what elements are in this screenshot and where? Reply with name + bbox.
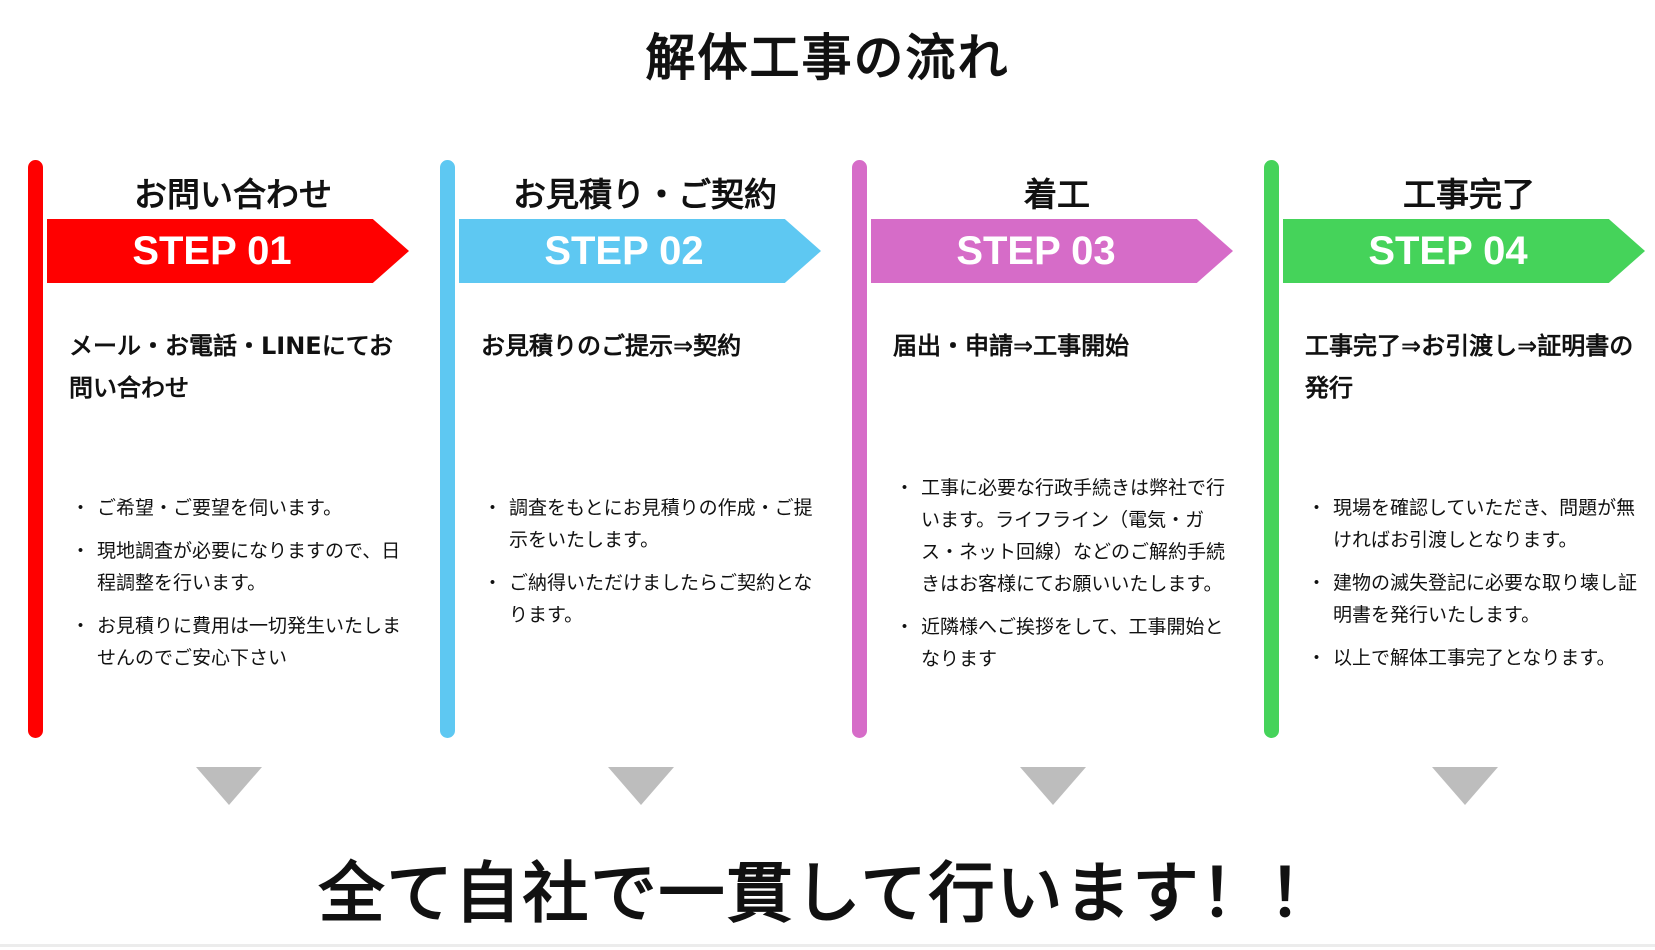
bullet-item: ・近隣様へご挨拶をして、工事開始となります [893,611,1233,675]
bullet-text: ご希望・ご要望を伺います。 [97,497,343,519]
bullet-dot: ・ [895,616,915,638]
step-label: STEP 04 [1368,229,1528,273]
down-arrow-icon [196,767,262,805]
down-arrow-icon [608,767,674,805]
bullet-item: ・現地調査が必要になりますので、日程調整を行います。 [69,535,409,599]
step-subtitle: 工事完了⇒お引渡し⇒証明書の発行 [1305,332,1634,402]
step-label: STEP 02 [544,229,704,273]
step-card-4: 工事完了 STEP 04 工事完了⇒お引渡し⇒証明書の発行 ・現場を確認していた… [1264,160,1655,760]
bullet-dot: ・ [1307,497,1327,519]
step-bullets: ・工事に必要な行政手続きは弊社で行います。ライフライン（電気・ガス・ネット回線）… [893,472,1233,686]
bullet-text: 工事に必要な行政手続きは弊社で行います。ライフライン（電気・ガス・ネット回線）な… [921,477,1226,595]
step-subtitle: 届出・申請⇒工事開始 [893,332,1130,360]
step-bar [852,160,867,738]
bullet-item: ・ご納得いただけましたらご契約となります。 [481,567,821,631]
bullet-item: ・調査をもとにお見積りの作成・ご提示をいたします。 [481,492,821,556]
step-card-3: 着工 STEP 03 届出・申請⇒工事開始 ・工事に必要な行政手続きは弊社で行い… [852,160,1264,760]
bullet-text: 近隣様へご挨拶をして、工事開始となります [921,616,1224,670]
bullet-item: ・以上で解体工事完了となります。 [1305,642,1645,674]
bullet-item: ・建物の滅失登記に必要な取り壊し証明書を発行いたします。 [1305,567,1645,631]
bullet-text: 調査をもとにお見積りの作成・ご提示をいたします。 [509,497,813,551]
step-banner: STEP 01 [47,219,409,283]
step-subtitle: メール・お電話・LINEにてお問い合わせ [69,332,393,402]
step-banner: STEP 04 [1283,219,1645,283]
bullet-dot: ・ [71,497,91,519]
bullet-item: ・お見積りに費用は一切発生いたしませんのでご安心下さい [69,610,409,674]
bullet-dot: ・ [71,615,91,637]
bullet-text: 建物の滅失登記に必要な取り壊し証明書を発行いたします。 [1333,572,1638,626]
down-arrow-icon [1020,767,1086,805]
step-bar [440,160,455,738]
bullet-item: ・現場を確認していただき、問題が無ければお引渡しとなります。 [1305,492,1645,556]
bullet-dot: ・ [483,497,503,519]
bullet-text: 現地調査が必要になりますので、日程調整を行います。 [97,540,401,594]
step-banner: STEP 02 [459,219,821,283]
bullet-text: お見積りに費用は一切発生いたしませんのでご安心下さい [97,615,402,669]
step-banner: STEP 03 [871,219,1233,283]
step-title: 工事完了 [1403,175,1535,214]
step-bullets: ・現場を確認していただき、問題が無ければお引渡しとなります。・建物の滅失登記に必… [1305,492,1645,685]
step-title: お見積り・ご契約 [513,175,777,214]
down-arrow-icon [1432,767,1498,805]
step-subtitle: お見積りのご提示⇒契約 [481,332,742,360]
step-bar [1264,160,1279,738]
bullet-text: 以上で解体工事完了となります。 [1333,647,1616,669]
step-label: STEP 01 [132,229,292,273]
bullet-dot: ・ [1307,647,1327,669]
bullet-dot: ・ [71,540,91,562]
bullet-text: ご納得いただけましたらご契約となります。 [509,572,813,626]
step-title: お問い合わせ [134,175,332,214]
bullet-text: 現場を確認していただき、問題が無ければお引渡しとなります。 [1333,497,1636,551]
bullet-dot: ・ [1307,572,1327,594]
bullet-item: ・ご希望・ご要望を伺います。 [69,492,409,524]
step-bullets: ・調査をもとにお見積りの作成・ご提示をいたします。・ご納得いただけましたらご契約… [481,492,821,642]
step-bullets: ・ご希望・ご要望を伺います。・現地調査が必要になりますので、日程調整を行います。… [69,492,409,685]
divider [0,944,1655,947]
footer-message: 全て自社で一貫して行います！！ [318,855,1337,932]
bullet-dot: ・ [483,572,503,594]
step-card-2: お見積り・ご契約 STEP 02 お見積りのご提示⇒契約 ・調査をもとにお見積り… [440,160,852,760]
bullet-dot: ・ [895,477,915,499]
step-title: 着工 [1024,175,1090,214]
bullet-item: ・工事に必要な行政手続きは弊社で行います。ライフライン（電気・ガス・ネット回線）… [893,472,1233,600]
page-title: 解体工事の流れ [645,29,1010,87]
step-label: STEP 03 [956,229,1116,273]
step-bar [28,160,43,738]
step-card-1: お問い合わせ STEP 01 メール・お電話・LINEにてお問い合わせ ・ご希望… [28,160,440,760]
